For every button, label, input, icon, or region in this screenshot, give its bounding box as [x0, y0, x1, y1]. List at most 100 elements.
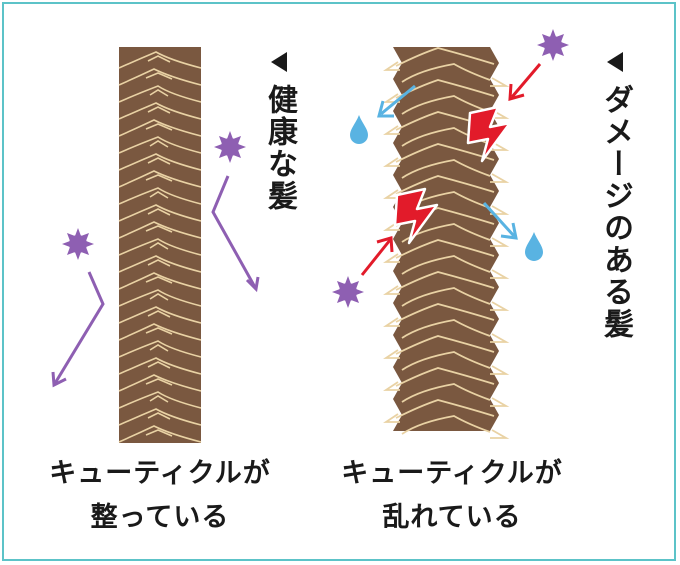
lifted-cuticle — [383, 349, 400, 359]
water-drop-icon — [525, 232, 543, 261]
cuticle-line — [401, 159, 491, 179]
cuticle-line — [145, 276, 173, 284]
lifted-cuticle — [383, 253, 400, 263]
cuticle-line — [118, 170, 202, 188]
damaged-cuticle-lines — [383, 47, 510, 439]
cuticle-line — [118, 255, 202, 273]
lifted-cuticle — [383, 189, 400, 199]
lifted-cuticle — [383, 317, 400, 327]
cuticle-line — [147, 412, 171, 420]
cuticle-line — [147, 55, 171, 63]
healthy-caption: キューティクルが 整っている — [15, 452, 305, 540]
cuticle-line — [118, 374, 202, 392]
lifted-cuticle — [490, 269, 510, 279]
healthy-particles — [51, 131, 260, 388]
cuticle-line — [118, 136, 202, 154]
damaged-hair-strand — [383, 47, 510, 439]
cuticle-line — [401, 255, 491, 275]
cuticle-line — [118, 68, 202, 86]
cuticle-line — [147, 310, 171, 318]
cuticle-line — [118, 102, 202, 120]
particle-icon — [537, 29, 569, 61]
cuticle-line — [118, 323, 202, 341]
cuticle-line — [401, 63, 491, 83]
damaged-label-text: ダメージのある髪 — [598, 84, 633, 340]
cuticle-line — [147, 259, 171, 267]
lifted-cuticle — [490, 77, 510, 87]
cuticle-line — [118, 238, 202, 256]
cuticle-line — [145, 123, 173, 131]
cuticle-line — [395, 399, 495, 419]
red-arrow — [510, 63, 542, 98]
particle-icon — [62, 228, 94, 260]
cuticle-line — [118, 391, 202, 409]
arrow-head-icon — [500, 222, 518, 240]
cuticle-line — [118, 306, 202, 324]
lifted-cuticle — [490, 365, 510, 375]
cuticle-line — [118, 272, 202, 290]
cuticle-line — [147, 157, 171, 165]
arrow-head-icon — [376, 236, 394, 253]
lifted-cuticle — [490, 141, 510, 151]
cuticle-line — [118, 408, 202, 426]
cuticle-line — [118, 153, 202, 171]
cuticle-line — [147, 208, 171, 216]
cuticle-line — [401, 95, 491, 115]
cuticle-line — [118, 289, 202, 307]
cuticle-line — [145, 225, 173, 233]
lifted-cuticle — [490, 333, 510, 343]
cuticle-line — [118, 51, 202, 69]
cuticle-line — [149, 191, 169, 199]
cuticle-line — [118, 119, 202, 137]
cuticle-line — [149, 140, 169, 148]
cuticle-line — [145, 378, 173, 386]
lifted-cuticle — [490, 301, 510, 311]
arrow-head-icon — [377, 100, 394, 118]
water-arrow — [482, 201, 516, 238]
arrow-head-icon — [51, 371, 67, 388]
triangle-pointer-icon — [607, 52, 623, 72]
cuticle-line — [118, 357, 202, 375]
lifted-cuticle — [383, 285, 400, 295]
damaged-caption-line2: 乱れている — [382, 502, 522, 533]
cuticle-line — [401, 415, 491, 435]
particle-icon — [214, 131, 246, 163]
cuticle-line — [149, 293, 169, 301]
water-arrow — [380, 84, 416, 116]
cuticle-line — [118, 85, 202, 103]
cuticle-line — [401, 383, 491, 403]
cuticle-line — [149, 344, 169, 352]
lifted-cuticle — [383, 413, 400, 423]
cuticle-line — [118, 340, 202, 358]
healthy-caption-line2: 整っている — [90, 502, 230, 533]
lifted-cuticle — [490, 397, 510, 407]
cuticle-line — [401, 351, 491, 371]
bounce-arrow — [52, 271, 105, 386]
cuticle-line — [118, 204, 202, 222]
cuticle-line — [145, 429, 173, 437]
cuticle-line — [118, 187, 202, 205]
damaged-hair-label: ダメージのある髪 — [598, 52, 633, 340]
cuticle-line — [147, 361, 171, 369]
water-drop-icon — [350, 115, 368, 144]
damaged-caption: キューティクルが 乱れている — [307, 452, 597, 540]
cuticle-line — [395, 239, 495, 259]
healthy-caption-line1: キューティクルが — [49, 458, 271, 489]
lifted-cuticle — [383, 61, 400, 71]
lifted-cuticle — [490, 429, 510, 439]
healthy-hair-strand — [118, 47, 202, 443]
cuticle-line — [401, 287, 491, 307]
lifted-cuticle — [490, 173, 510, 183]
triangle-pointer-icon — [271, 52, 287, 72]
cuticle-line — [118, 221, 202, 239]
cuticle-line — [395, 303, 495, 323]
particle-icon — [332, 276, 364, 308]
bounce-arrow — [211, 175, 258, 290]
arrow-head-icon — [508, 83, 525, 102]
cuticle-line — [149, 395, 169, 403]
cuticle-line — [118, 425, 202, 443]
lifted-cuticle — [383, 125, 400, 135]
damaged-effects — [332, 29, 569, 308]
cuticle-line — [149, 89, 169, 97]
